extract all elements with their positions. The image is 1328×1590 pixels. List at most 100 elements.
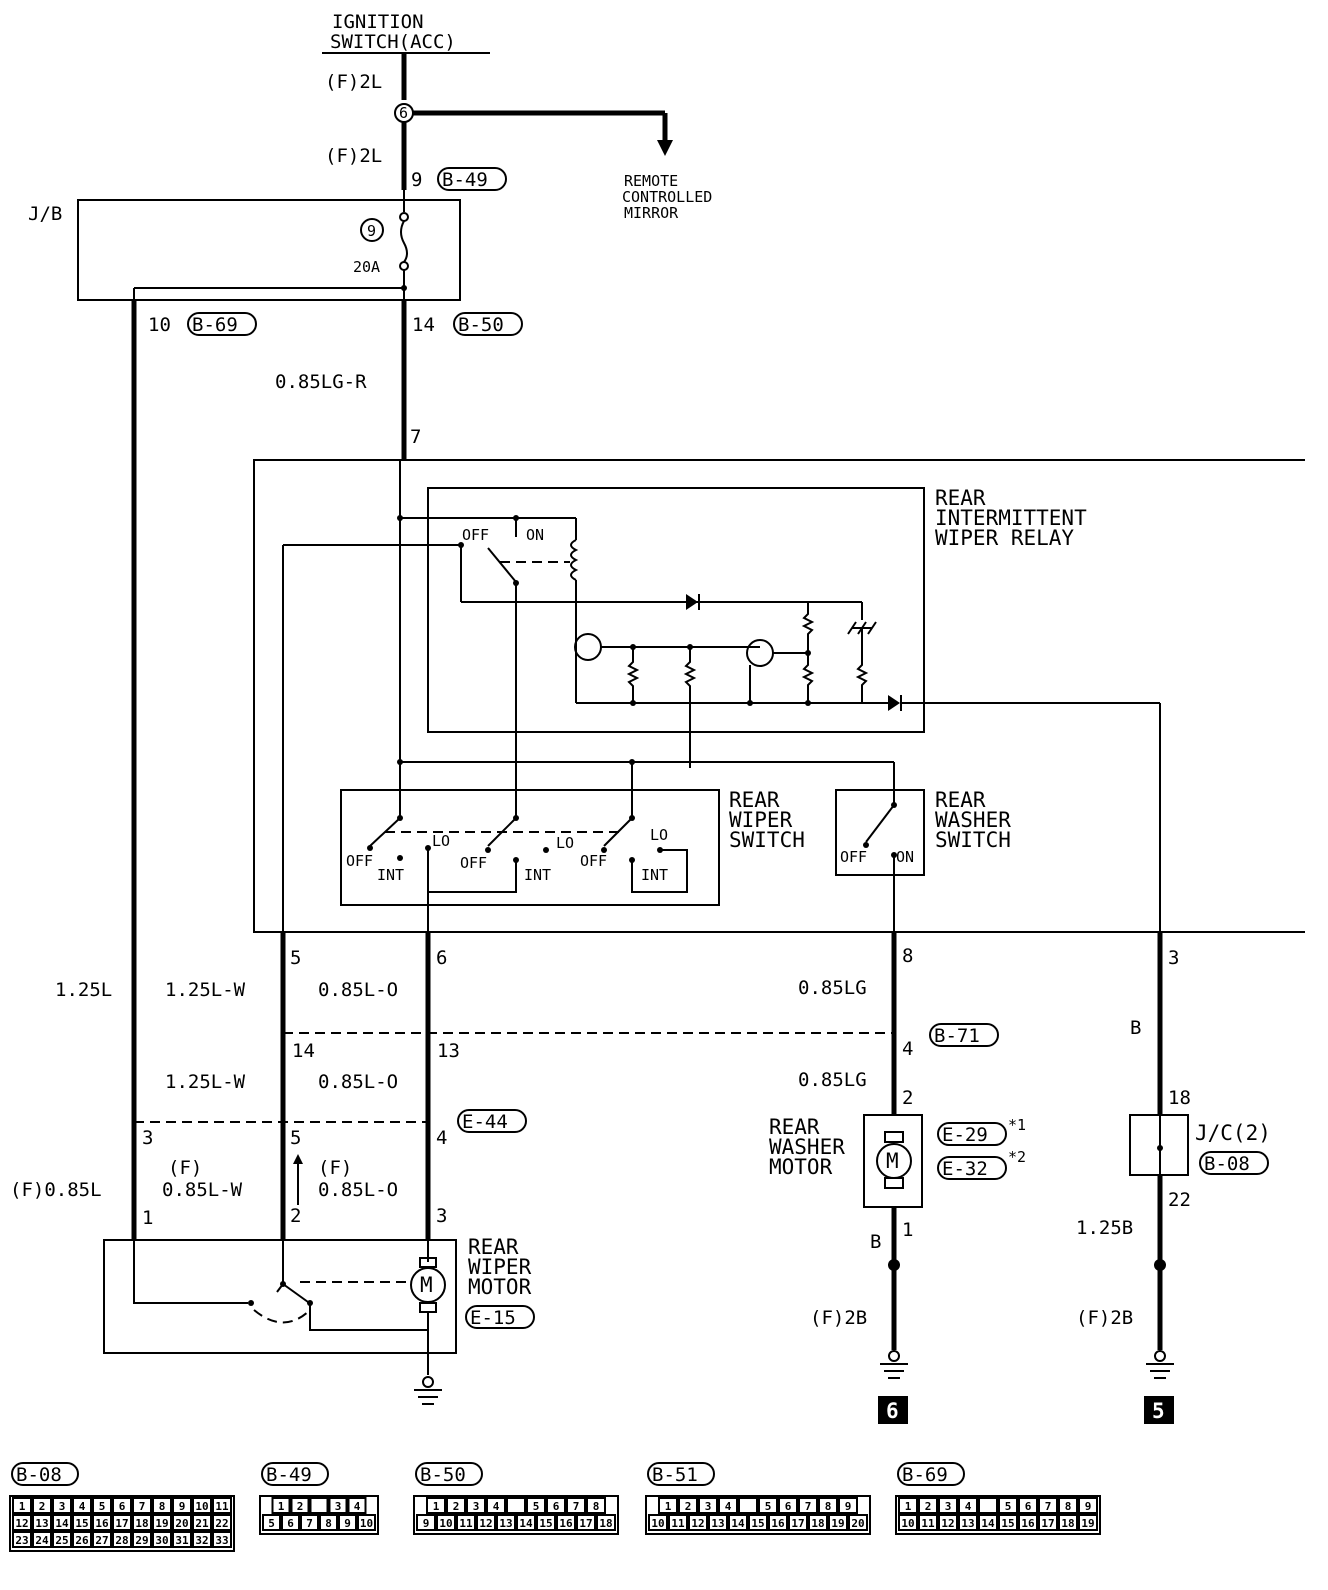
conn-pin-number: 3 bbox=[473, 1500, 480, 1513]
resistor-2 bbox=[683, 647, 697, 768]
conn-pin-cell bbox=[172, 1531, 192, 1548]
sw-b-lo-dot bbox=[543, 847, 549, 853]
conn-pin-cell bbox=[738, 1497, 758, 1514]
wire-125lw-label-2: 1.25L-W bbox=[165, 1071, 246, 1093]
pin-3-e44: 3 bbox=[142, 1127, 153, 1149]
resistor-4 bbox=[855, 640, 869, 703]
conn-pin-number: 10 bbox=[360, 1517, 373, 1530]
motor-wire-3 bbox=[309, 1303, 428, 1331]
pin-2-washer: 2 bbox=[902, 1087, 913, 1109]
remote-label-2: CONTROLLED bbox=[622, 188, 712, 206]
pin-18: 18 bbox=[1168, 1087, 1191, 1109]
conn-pin-cell bbox=[132, 1531, 152, 1548]
conn-pin-cell bbox=[536, 1514, 556, 1531]
conn-pin-cell bbox=[668, 1514, 688, 1531]
conn-pin-cell bbox=[32, 1531, 52, 1548]
conn-pin-cell bbox=[12, 1531, 32, 1548]
junction-block bbox=[77, 199, 461, 301]
conn-e44-tag bbox=[457, 1109, 527, 1133]
conn-e29-label: E-29 bbox=[942, 1124, 988, 1146]
conn-pin-cell bbox=[918, 1497, 938, 1514]
conn-pin-number: 19 bbox=[1081, 1517, 1094, 1530]
conn-pin-number: 10 bbox=[651, 1517, 664, 1530]
ws-arm bbox=[865, 804, 895, 843]
node-b1 bbox=[630, 700, 636, 706]
conn-pin-cell bbox=[52, 1514, 72, 1531]
conn-pin-cell bbox=[32, 1514, 52, 1531]
conn-pin-cell bbox=[92, 1497, 112, 1514]
conn-pin-cell bbox=[1058, 1514, 1078, 1531]
conn-pin-number: 15 bbox=[1001, 1517, 1014, 1530]
conn-pin-number: 27 bbox=[95, 1534, 108, 1547]
conn-pin-cell bbox=[152, 1514, 172, 1531]
wire-085lo-label-3: 0.85L-O bbox=[318, 1179, 398, 1201]
jc-splice bbox=[1154, 1259, 1166, 1271]
pin-5-e44: 5 bbox=[290, 1127, 301, 1149]
conn-pin-number: 2 bbox=[453, 1500, 460, 1513]
ground-point-6-label: 6 bbox=[886, 1399, 899, 1423]
conn-pin-number: 9 bbox=[179, 1500, 186, 1513]
conn-pin-number: 12 bbox=[15, 1517, 28, 1530]
conn-e15-tag bbox=[465, 1305, 535, 1329]
conn-pin-number: 2 bbox=[685, 1500, 692, 1513]
wire-f2l-mid: (F)2L bbox=[325, 145, 382, 167]
wire-085lg-label: 0.85LG bbox=[798, 977, 867, 999]
pin-22: 22 bbox=[1168, 1189, 1191, 1211]
conn-pin-cell bbox=[132, 1497, 152, 1514]
conn-pin-cell bbox=[12, 1497, 32, 1514]
conn-pin-cell bbox=[1018, 1514, 1038, 1531]
conn-pin-cell bbox=[92, 1531, 112, 1548]
conn-pin-number: 30 bbox=[155, 1534, 168, 1547]
conn-pin-cell bbox=[596, 1514, 616, 1531]
conn-pin-number: 24 bbox=[35, 1534, 49, 1547]
conn-pin-cell bbox=[798, 1497, 818, 1514]
conn-pin-cell bbox=[958, 1514, 978, 1531]
conn-face-tag-b-49 bbox=[261, 1462, 329, 1486]
remote-label-1: REMOTE bbox=[624, 172, 678, 190]
conn-pin-cell bbox=[319, 1514, 338, 1531]
ws-on-label: ON bbox=[896, 848, 914, 866]
conn-pin-cell bbox=[271, 1497, 291, 1514]
conn-pin-cell bbox=[12, 1514, 32, 1531]
conn-pin-number: 8 bbox=[1065, 1500, 1072, 1513]
conn-pin-number: 7 bbox=[573, 1500, 580, 1513]
pin-4-e44: 4 bbox=[436, 1127, 447, 1149]
conn-pin-number: 16 bbox=[559, 1517, 573, 1530]
note-1: *1 bbox=[1008, 1116, 1026, 1134]
conn-pin-cell bbox=[708, 1514, 728, 1531]
jb-label: J/B bbox=[28, 203, 62, 225]
motor-sw-arm bbox=[282, 1283, 309, 1303]
conn-pin-cell bbox=[838, 1497, 858, 1514]
conn-pin-cell bbox=[290, 1497, 310, 1514]
conn-b49-tag bbox=[437, 167, 507, 191]
conn-pin-cell bbox=[192, 1497, 212, 1514]
conn-pin-number: 15 bbox=[75, 1517, 88, 1530]
conn-pin-cell bbox=[658, 1497, 678, 1514]
motor-label-3: MOTOR bbox=[468, 1275, 532, 1299]
wire-b-washer: B bbox=[870, 1231, 881, 1253]
diode-1 bbox=[686, 594, 698, 610]
f-label-b: (F) bbox=[318, 1157, 352, 1179]
ground-point-6 bbox=[878, 1396, 908, 1424]
conn-pin-number: 7 bbox=[805, 1500, 812, 1513]
f-label-a: (F) bbox=[168, 1157, 202, 1179]
conn-pin-cell bbox=[338, 1514, 357, 1531]
sw-c-off-dot bbox=[601, 847, 607, 853]
conn-pin-number: 5 bbox=[99, 1500, 106, 1513]
motor-sw-a bbox=[248, 1300, 254, 1306]
module-outline bbox=[253, 459, 1305, 933]
conn-b50-label: B-50 bbox=[458, 314, 504, 336]
conn-pin-number: 16 bbox=[1021, 1517, 1035, 1530]
conn-pin-number: 3 bbox=[705, 1500, 712, 1513]
conn-pin-cell bbox=[309, 1497, 329, 1514]
conn-pin-number: 5 bbox=[268, 1517, 275, 1530]
conn-pin-cell bbox=[112, 1531, 132, 1548]
conn-pin-cell bbox=[52, 1497, 72, 1514]
wire-125l-label: 1.25L bbox=[55, 979, 112, 1001]
conn-pin-cell bbox=[918, 1514, 938, 1531]
conn-face-tag-b-08 bbox=[11, 1462, 79, 1486]
conn-pin-number: 22 bbox=[215, 1517, 228, 1530]
pin-3-motor: 3 bbox=[436, 1205, 447, 1227]
wiper-sw-label-1: REAR bbox=[729, 788, 780, 812]
